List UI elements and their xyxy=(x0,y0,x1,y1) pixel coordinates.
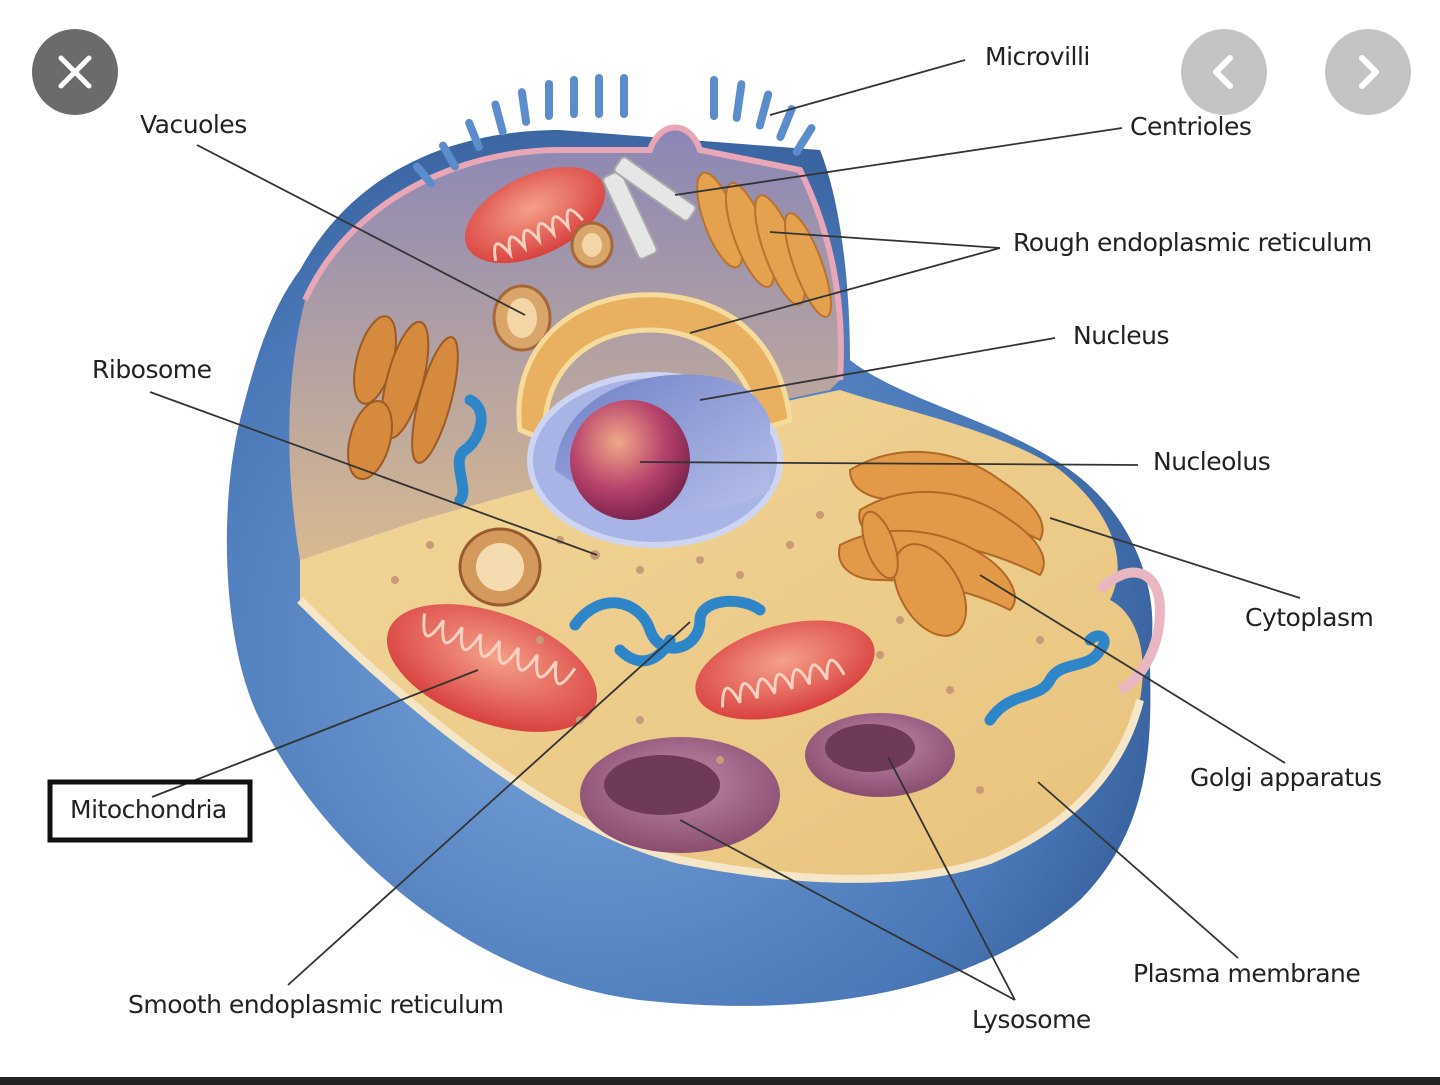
microvilli-shape xyxy=(412,74,816,188)
label-nucleolus: Nucleolus xyxy=(1153,447,1270,476)
viewer-bottom-border xyxy=(0,1077,1440,1085)
label-rough-er: Rough endoplasmic reticulum xyxy=(1013,228,1372,257)
nucleus-shape xyxy=(527,372,783,548)
mitochondria-highlight-box xyxy=(47,779,253,843)
chevron-right-icon xyxy=(1359,55,1379,89)
mitochondria-top xyxy=(464,166,606,264)
chevron-left-icon xyxy=(1213,55,1233,89)
mitochondria-floor xyxy=(386,604,875,732)
label-smooth-er: Smooth endoplasmic reticulum xyxy=(128,990,504,1019)
previous-image-button[interactable] xyxy=(1181,29,1267,115)
label-golgi: Golgi apparatus xyxy=(1190,763,1382,792)
label-vacuoles: Vacuoles xyxy=(140,110,247,139)
golgi-shape xyxy=(838,450,1045,637)
rough-er-left xyxy=(347,315,459,480)
label-nucleus: Nucleus xyxy=(1073,321,1169,350)
next-image-button[interactable] xyxy=(1325,29,1411,115)
label-centrioles: Centrioles xyxy=(1130,112,1251,141)
vacuoles-shape xyxy=(458,221,614,607)
label-mitochondria: Mitochondria xyxy=(70,795,227,824)
rough-er-nuclear xyxy=(516,292,793,444)
label-microvilli: Microvilli xyxy=(985,42,1090,71)
label-plasma-membrane: Plasma membrane xyxy=(1133,959,1360,988)
rough-er-top xyxy=(696,171,832,318)
label-cytoplasm: Cytoplasm xyxy=(1245,603,1373,632)
centrioles-shape xyxy=(602,156,697,260)
ribosome-dots xyxy=(391,511,1044,794)
lysosome-shape xyxy=(580,713,955,853)
close-button[interactable] xyxy=(32,29,118,115)
label-lysosome: Lysosome xyxy=(972,1005,1091,1034)
close-icon xyxy=(58,55,92,89)
leader-lines xyxy=(149,59,1301,1001)
label-ribosome: Ribosome xyxy=(92,355,212,384)
